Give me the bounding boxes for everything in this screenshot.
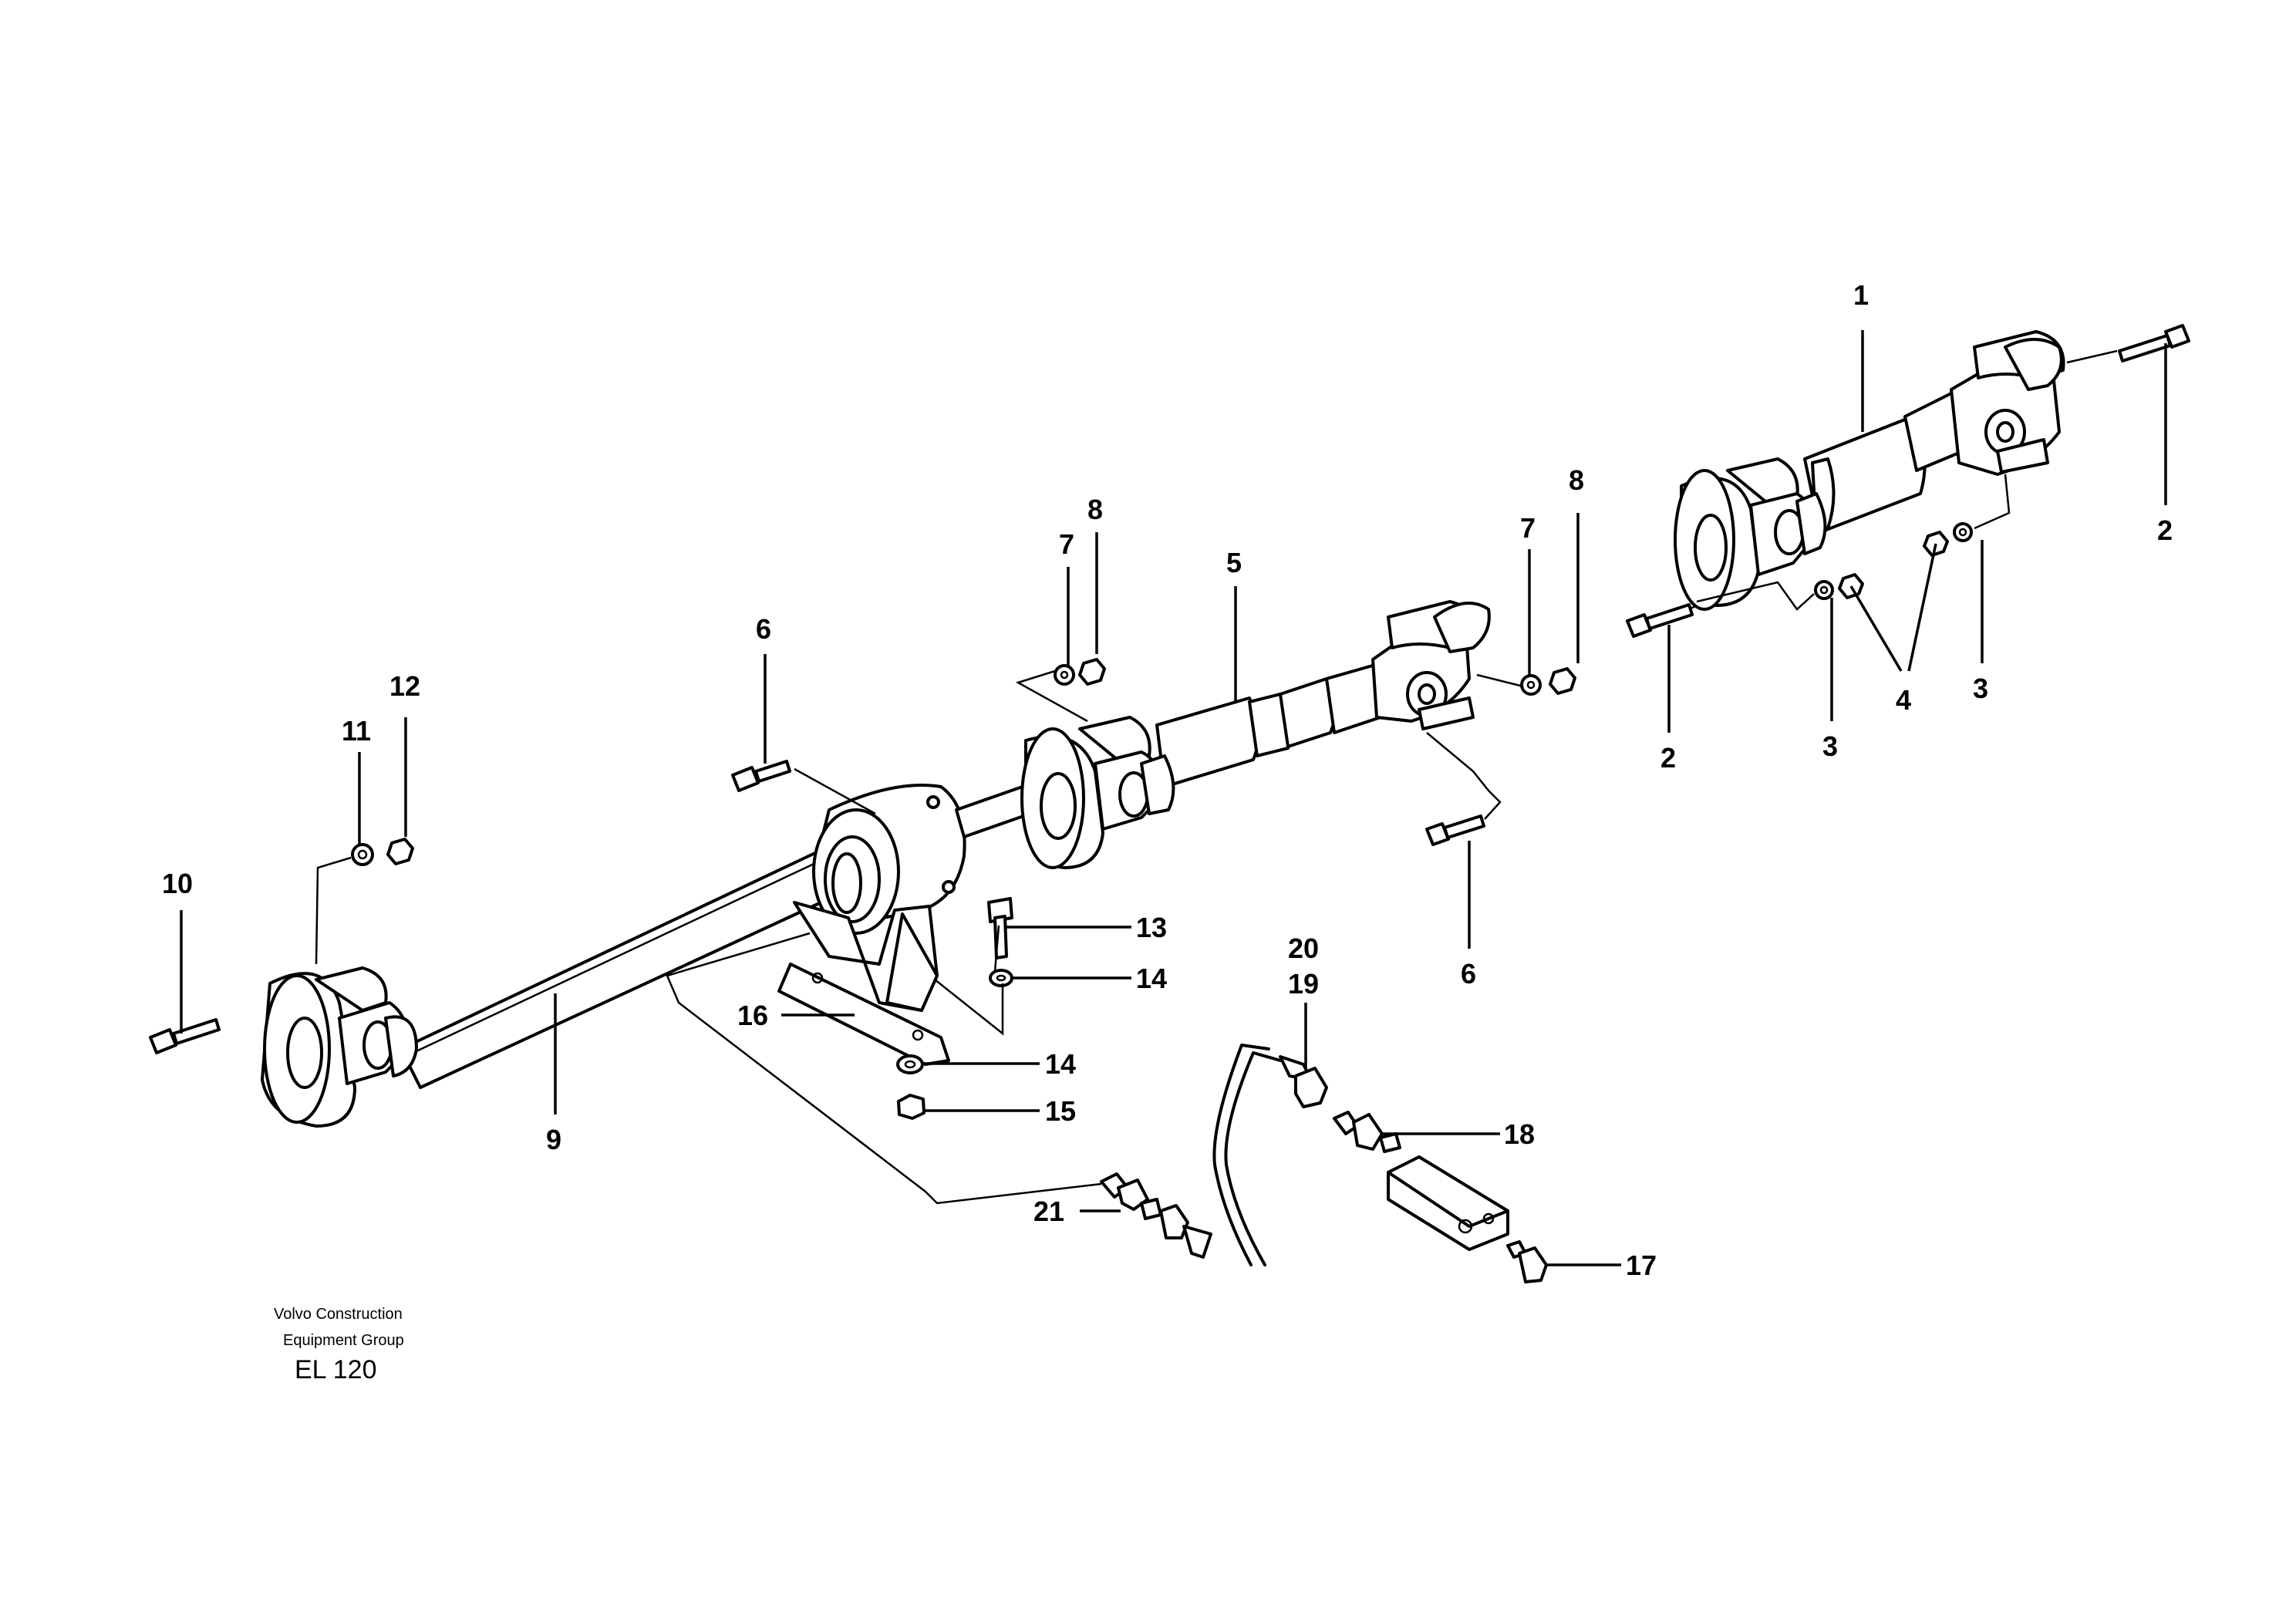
washer-14-lower bbox=[896, 1054, 924, 1074]
washer-3-right bbox=[1953, 522, 1973, 542]
propeller-shaft-rear bbox=[400, 843, 856, 1089]
publisher-name-line-2: Equipment Group bbox=[283, 1332, 404, 1349]
callout-14-upper: 14 bbox=[1136, 963, 1167, 994]
bearing-bracket bbox=[777, 901, 950, 1066]
washer-3-left-hole bbox=[1819, 585, 1829, 595]
grease-hose bbox=[1212, 1044, 1282, 1266]
callout-7-mid: 7 bbox=[1059, 528, 1074, 560]
hose-fitting-19-20 bbox=[1279, 1055, 1328, 1108]
bolt-10 bbox=[149, 1018, 221, 1054]
mid-universal-yoke bbox=[1371, 600, 1491, 730]
callout-13: 13 bbox=[1136, 912, 1167, 943]
callout-17: 17 bbox=[1626, 1249, 1657, 1281]
callout-8-mid: 8 bbox=[1087, 494, 1103, 525]
left-flange-yoke bbox=[261, 966, 418, 1128]
adapter-18 bbox=[1333, 1111, 1401, 1153]
washer-11-hole bbox=[357, 849, 368, 860]
callout-6-right: 6 bbox=[1461, 958, 1476, 990]
bolt-6-right bbox=[1425, 814, 1485, 846]
grease-block bbox=[1387, 1155, 1509, 1251]
washer-3-left bbox=[1814, 580, 1834, 600]
callout-7-right: 7 bbox=[1520, 512, 1536, 544]
publisher-name-line-1: Volvo Construction bbox=[274, 1306, 403, 1323]
callout-1: 1 bbox=[1853, 279, 1869, 311]
nut-8-mid bbox=[1078, 658, 1106, 686]
callout-2-lower: 2 bbox=[1660, 742, 1676, 774]
washer-14-lower-hole bbox=[904, 1060, 916, 1069]
grease-nipple-17 bbox=[1506, 1240, 1548, 1283]
nut-15 bbox=[897, 1094, 925, 1120]
callout-11: 11 bbox=[342, 715, 371, 747]
callout-19: 19 bbox=[1288, 968, 1319, 1000]
washer-14-upper bbox=[989, 969, 1013, 987]
callout-12: 12 bbox=[389, 670, 420, 702]
bolt-2-lower bbox=[1626, 603, 1694, 638]
callout-6-left: 6 bbox=[756, 613, 771, 645]
washer-14-upper-hole bbox=[996, 974, 1006, 982]
washer-11 bbox=[351, 843, 374, 866]
hose-fitting-21 bbox=[1100, 1172, 1212, 1259]
callout-15: 15 bbox=[1045, 1095, 1076, 1127]
front-shaft bbox=[1803, 388, 1970, 534]
nut-12 bbox=[386, 838, 414, 865]
callout-4: 4 bbox=[1896, 684, 1911, 716]
callout-18: 18 bbox=[1504, 1118, 1535, 1150]
mid-flange-yoke bbox=[1020, 716, 1175, 869]
callout-16: 16 bbox=[737, 1000, 768, 1031]
nut-8-right bbox=[1549, 667, 1576, 695]
callout-14-lower: 14 bbox=[1045, 1048, 1076, 1080]
callout-2-top: 2 bbox=[2157, 514, 2173, 546]
drawing-code: EL 120 bbox=[295, 1355, 377, 1384]
centre-bearing bbox=[812, 784, 966, 935]
callout-3-right: 3 bbox=[1973, 673, 1988, 704]
washer-7-mid bbox=[1054, 664, 1075, 686]
front-flange-yoke bbox=[1674, 457, 1827, 611]
washer-7-right bbox=[1520, 674, 1542, 696]
bolt-2-top bbox=[2118, 324, 2190, 363]
assembly-lines bbox=[315, 349, 2118, 1205]
callout-8-right: 8 bbox=[1569, 464, 1584, 496]
callouts: 1 2 2 3 3 4 5 6 6 7 7 8 8 9 10 11 12 13 … bbox=[162, 279, 2173, 1281]
front-universal-yoke bbox=[1950, 330, 2065, 476]
washer-7-mid-hole bbox=[1060, 670, 1069, 679]
callout-10: 10 bbox=[162, 868, 193, 899]
callout-9: 9 bbox=[546, 1124, 561, 1155]
callout-5: 5 bbox=[1226, 547, 1242, 578]
leader-lines bbox=[180, 330, 2167, 1266]
washer-7-right-hole bbox=[1526, 680, 1536, 690]
callout-3-left: 3 bbox=[1822, 730, 1838, 762]
callout-21: 21 bbox=[1033, 1195, 1064, 1227]
bolt-6-left bbox=[731, 760, 791, 792]
callout-20: 20 bbox=[1288, 932, 1319, 964]
washer-3-right-hole bbox=[1958, 528, 1967, 537]
